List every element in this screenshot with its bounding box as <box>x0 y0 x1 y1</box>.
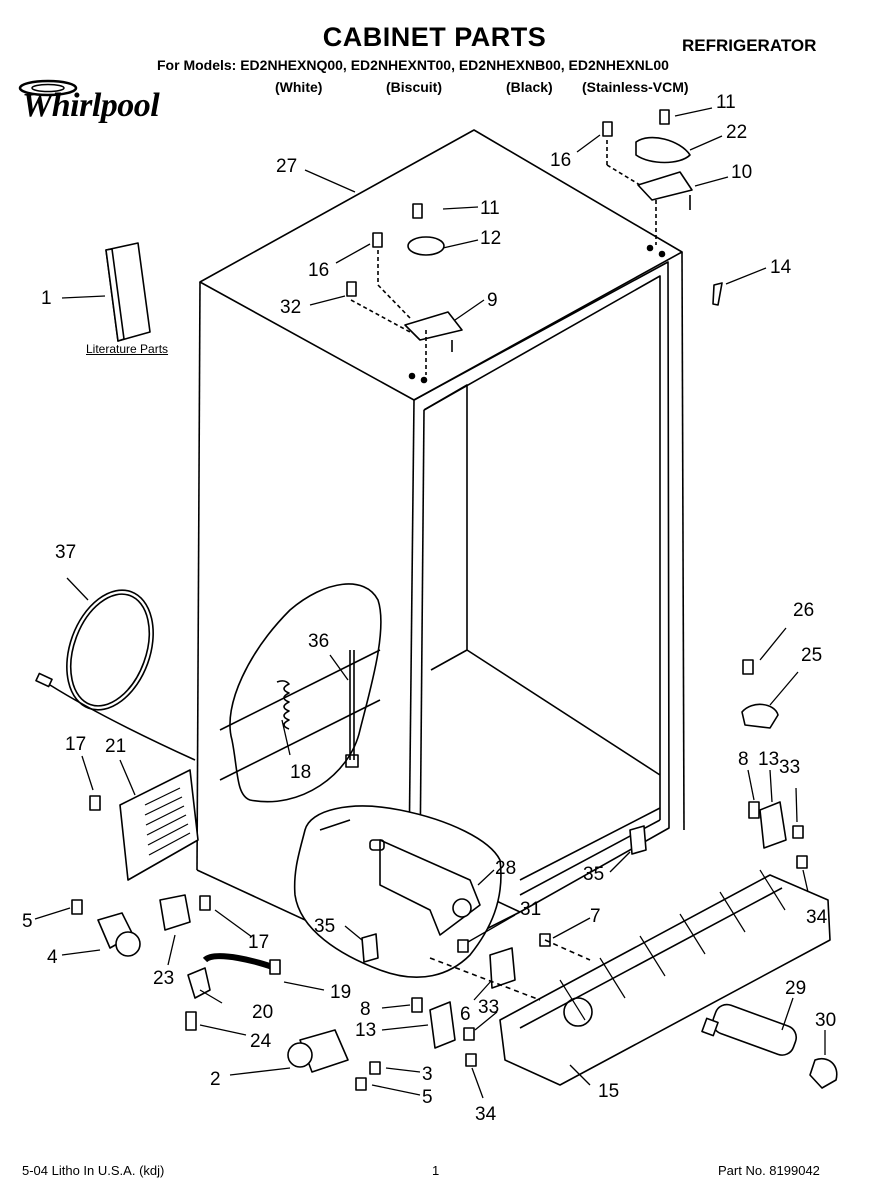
callout-34b: 34 <box>806 907 828 928</box>
whirlpool-logo-icon <box>18 79 78 97</box>
literature-booklet <box>105 242 151 342</box>
callout-5b: 5 <box>422 1087 433 1108</box>
callout-8b: 8 <box>738 749 749 770</box>
part-2-leg <box>287 1029 349 1073</box>
part-21-rear-grille <box>119 769 199 881</box>
callout-12: 12 <box>480 228 501 249</box>
callout-11a: 11 <box>480 198 500 219</box>
cutaway-left <box>219 583 382 803</box>
leader-lines <box>34 107 826 1099</box>
callout-15: 15 <box>598 1081 619 1102</box>
callout-7: 7 <box>590 906 601 927</box>
part-13-right <box>759 801 787 849</box>
callout-20: 20 <box>252 1002 273 1023</box>
callout-10: 10 <box>731 162 752 183</box>
part-20-clip <box>187 967 211 999</box>
callout-13a: 13 <box>355 1020 376 1041</box>
callout-19: 19 <box>330 982 351 1003</box>
footer-page-number: 1 <box>432 1163 440 1178</box>
callout-23: 23 <box>153 968 174 989</box>
part-35-right <box>629 825 647 855</box>
callout-16a: 16 <box>308 260 329 281</box>
part-30-cap <box>809 1058 838 1089</box>
callout-33b: 33 <box>779 757 800 778</box>
callout-32: 32 <box>280 297 301 318</box>
callout-29: 29 <box>785 978 806 999</box>
callout-3: 3 <box>422 1064 433 1085</box>
callout-37: 37 <box>55 542 76 563</box>
part-19-tube <box>202 953 277 971</box>
page-subtitle: REFRIGERATOR <box>682 36 817 55</box>
part-15-grille <box>429 869 831 1086</box>
callout-28: 28 <box>495 858 516 879</box>
callout-6: 6 <box>460 1004 471 1025</box>
callout-30: 30 <box>815 1010 836 1031</box>
footer-litho: 5-04 Litho In U.S.A. (kdj) <box>22 1163 165 1178</box>
callout-34a: 34 <box>475 1104 497 1125</box>
whirlpool-logo-text: Whirlpool <box>22 87 160 124</box>
page-title: CABINET PARTS <box>322 22 547 52</box>
part-37-tube <box>35 589 196 761</box>
part-35-left <box>361 933 379 963</box>
color-stainless: (Stainless-VCM) <box>582 79 689 95</box>
callout-17a: 17 <box>65 734 86 755</box>
callout-35b: 35 <box>583 864 604 885</box>
callout-numbers: 1 2 3 4 5 5 6 7 8 8 9 10 11 11 12 13 13 … <box>22 92 836 1125</box>
models-line: For Models: ED2NHEXNQ00, ED2NHEXNT00, ED… <box>157 57 669 73</box>
callout-17b: 17 <box>248 932 269 953</box>
callout-25: 25 <box>801 645 822 666</box>
part-8-lower <box>411 997 423 1013</box>
callout-33a: 33 <box>478 997 499 1018</box>
cutaway-bottom <box>293 805 502 978</box>
part-8-right <box>748 801 760 819</box>
callout-9: 9 <box>487 290 498 311</box>
callout-11b: 11 <box>716 92 736 113</box>
callout-22: 22 <box>726 122 747 143</box>
callout-5a: 5 <box>22 911 33 932</box>
callout-24: 24 <box>250 1031 272 1052</box>
part-29-filter <box>701 1003 798 1056</box>
callout-16b: 16 <box>550 150 571 171</box>
callout-18: 18 <box>290 762 311 783</box>
callout-14: 14 <box>770 257 792 278</box>
part-25-cap <box>741 703 779 729</box>
color-biscuit: (Biscuit) <box>386 79 442 95</box>
footer-part-number: Part No. 8199042 <box>718 1163 820 1178</box>
callout-31: 31 <box>520 899 541 920</box>
top-hinge-left <box>346 203 463 375</box>
part-6-bracket <box>489 947 516 989</box>
color-black: (Black) <box>506 79 553 95</box>
color-white: (White) <box>275 79 323 95</box>
callout-8a: 8 <box>360 999 371 1020</box>
top-hinge-right <box>602 109 693 245</box>
callout-4: 4 <box>47 947 58 968</box>
callout-36: 36 <box>308 631 329 652</box>
callout-21: 21 <box>105 736 126 757</box>
part-23-bracket <box>159 894 191 931</box>
literature-parts-label: Literature Parts <box>86 342 169 356</box>
callout-26: 26 <box>793 600 814 621</box>
callout-2: 2 <box>210 1069 221 1090</box>
part-14 <box>712 282 723 306</box>
callout-13b: 13 <box>758 749 779 770</box>
callout-1: 1 <box>41 288 52 309</box>
part-13-lower <box>429 1001 456 1049</box>
callout-35a: 35 <box>314 916 335 937</box>
callout-27: 27 <box>276 156 297 177</box>
part-4-roller <box>97 912 141 957</box>
